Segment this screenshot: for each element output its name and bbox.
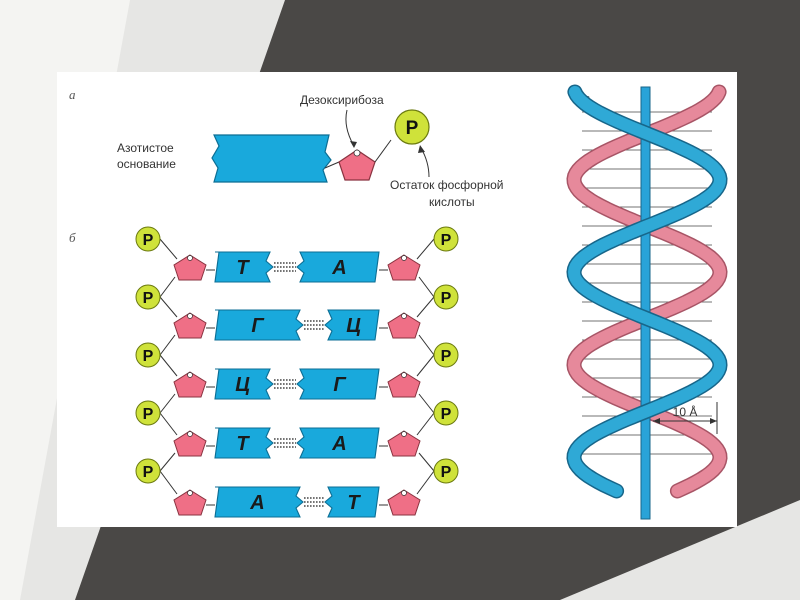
base-right-3: А bbox=[331, 433, 346, 455]
phosphate-symbol-left-2: P bbox=[143, 348, 154, 365]
nitrogenous-base-label-line2: основание bbox=[117, 157, 176, 171]
deoxyribose-pentagon-icon bbox=[173, 489, 207, 516]
nitrogenous-base-block-icon bbox=[296, 427, 380, 459]
phosphate-symbol-right-0: P bbox=[441, 232, 452, 249]
nitrogenous-base-block-icon bbox=[296, 368, 380, 400]
panel-a: а Азотистое основание P Дезоксирибоза Ос… bbox=[69, 87, 504, 209]
phosphate-circle-icon bbox=[135, 458, 161, 484]
dna-structure-figure: а Азотистое основание P Дезоксирибоза Ос… bbox=[57, 72, 737, 527]
nitrogenous-base-block-icon bbox=[214, 251, 274, 283]
helix-strand bbox=[567, 86, 727, 497]
nitrogenous-base-block-icon bbox=[214, 368, 274, 400]
phosphate-label-line2: кислоты bbox=[429, 195, 475, 209]
phosphate-circle-icon bbox=[135, 284, 161, 310]
phosphate-circle-icon bbox=[433, 342, 459, 368]
base-left-0: Т bbox=[236, 257, 250, 279]
base-left-4: А bbox=[249, 492, 264, 514]
base-pair-list: Т А Г Ц Ц Г Т А А Т P P P P P P P P P P bbox=[135, 226, 459, 518]
panel-a-letter: а bbox=[69, 87, 76, 102]
deoxyribose-pentagon-icon bbox=[387, 254, 421, 281]
double-helix bbox=[566, 84, 728, 520]
phosphate-circle-icon bbox=[135, 342, 161, 368]
base-left-3: Т bbox=[236, 433, 250, 455]
phosphate-circle-icon bbox=[433, 284, 459, 310]
phosphate-circle-icon bbox=[135, 226, 161, 252]
nitrogenous-base-block-icon bbox=[296, 251, 380, 283]
phosphate-symbol-left-3: P bbox=[143, 406, 154, 423]
phosphate-symbol-right-2: P bbox=[441, 348, 452, 365]
nitrogenous-base-block-icon bbox=[214, 309, 304, 341]
panel-c: в 10 Å bbox=[566, 84, 728, 520]
helix-axis bbox=[640, 86, 651, 520]
phosphate-symbol-left-4: P bbox=[143, 464, 154, 481]
deoxyribose-pentagon-icon bbox=[387, 371, 421, 398]
deoxyribose-label: Дезоксирибоза bbox=[300, 93, 384, 107]
deoxyribose-pentagon-icon bbox=[387, 430, 421, 457]
nitrogenous-base-block-icon bbox=[324, 309, 380, 341]
deoxyribose-pentagon-icon bbox=[173, 371, 207, 398]
deoxyribose-pentagon-icon bbox=[387, 489, 421, 516]
helix-strand bbox=[567, 86, 727, 497]
nitrogenous-base-block-icon bbox=[214, 427, 274, 459]
base-right-1: Ц bbox=[346, 315, 361, 337]
nitrogenous-base-block-icon bbox=[211, 134, 332, 183]
deoxyribose-pentagon-icon bbox=[173, 430, 207, 457]
phosphate-symbol-left-1: P bbox=[143, 290, 154, 307]
phosphate-circle-icon bbox=[433, 400, 459, 426]
phosphate-symbol-left-0: P bbox=[143, 232, 154, 249]
phosphate-circle-icon bbox=[135, 400, 161, 426]
helix-pitch-label: 10 Å bbox=[673, 404, 698, 419]
deoxyribose-pentagon-icon bbox=[387, 312, 421, 339]
deoxyribose-pentagon-icon bbox=[173, 312, 207, 339]
nitrogenous-base-block-icon bbox=[214, 486, 304, 518]
phosphate-circle-icon bbox=[394, 109, 430, 145]
base-left-2: Ц bbox=[235, 374, 250, 396]
base-right-4: Т bbox=[347, 492, 361, 514]
base-right-0: А bbox=[331, 257, 346, 279]
phosphate-symbol: P bbox=[406, 118, 419, 139]
phosphate-symbol-right-1: P bbox=[441, 290, 452, 307]
phosphate-circle-icon bbox=[433, 458, 459, 484]
base-right-2: Г bbox=[333, 374, 347, 396]
panel-b-letter: б bbox=[69, 230, 76, 245]
phosphate-label-line1: Остаток фосфорной bbox=[390, 178, 504, 192]
nitrogenous-base-block-icon bbox=[324, 486, 380, 518]
deoxyribose-pentagon-icon bbox=[173, 254, 207, 281]
phosphate-circle-icon bbox=[433, 226, 459, 252]
phosphate-symbol-right-3: P bbox=[441, 406, 452, 423]
nitrogenous-base-label-line1: Азотистое bbox=[117, 141, 174, 155]
phosphate-symbol-right-4: P bbox=[441, 464, 452, 481]
panel-b: б Т А Г Ц Ц Г Т А А Т P P P P P P P P P P bbox=[69, 226, 459, 518]
base-left-1: Г bbox=[251, 315, 265, 337]
